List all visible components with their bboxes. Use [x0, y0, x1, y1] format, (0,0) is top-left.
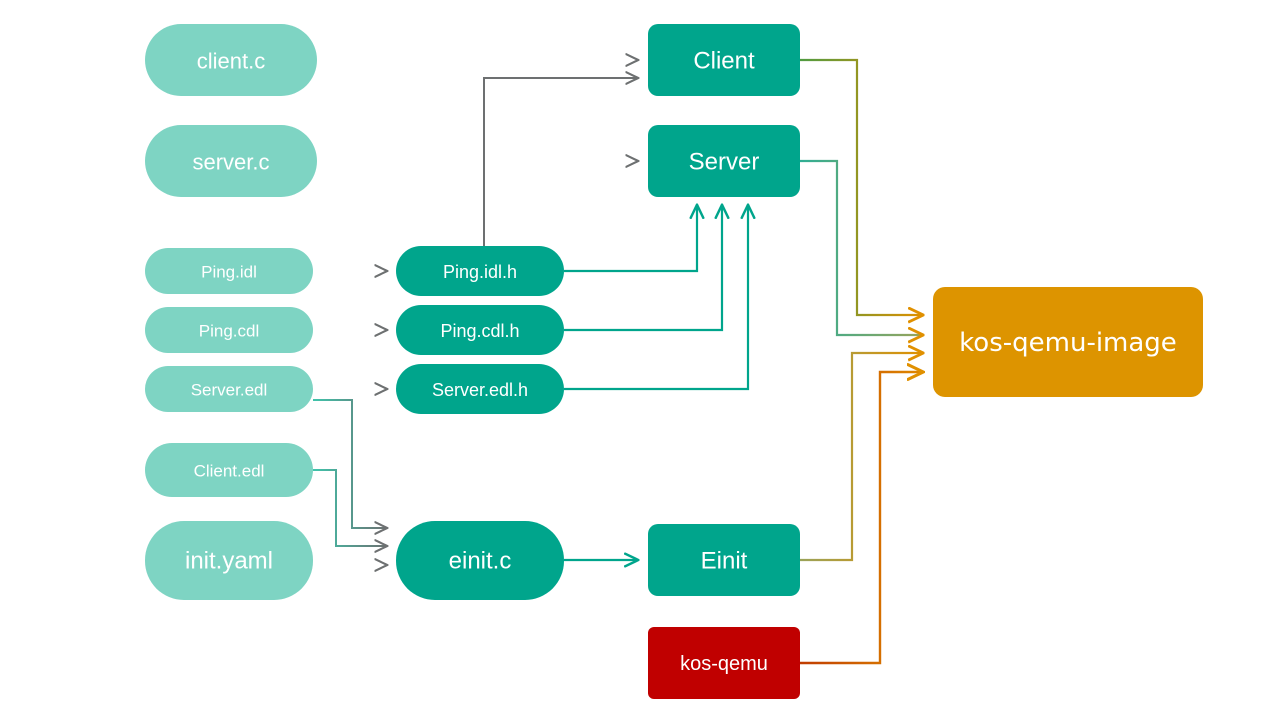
node-kos-qemu-image-label: kos-qemu-image [959, 328, 1177, 358]
node-server-c[interactable]: server.c [145, 125, 317, 197]
node-server[interactable]: Server [648, 125, 800, 197]
edge-client-to-image [800, 58, 923, 315]
node-client-label: Client [693, 48, 755, 75]
node-ping-cdl-label: Ping.cdl [199, 322, 259, 341]
edge-kos-qemu-to-image [800, 372, 923, 665]
edge-einit-to-image [800, 353, 923, 562]
node-server-label: Server [689, 149, 760, 176]
node-kos-qemu-label: kos-qemu [680, 653, 768, 675]
edge-ping-idl-h-to-server [564, 205, 697, 273]
node-ping-idl-label: Ping.idl [201, 263, 257, 282]
edge-ping-cdl-h-to-server [564, 205, 722, 332]
edge-server-edl-to-einit-c [313, 399, 387, 528]
node-ping-cdl-h-label: Ping.cdl.h [440, 321, 519, 341]
edge-layer [313, 58, 923, 665]
node-kos-qemu[interactable]: kos-qemu [648, 627, 800, 699]
node-server-edl[interactable]: Server.edl [145, 366, 313, 412]
node-client-edl-label: Client.edl [194, 462, 265, 481]
node-einit-c-label: einit.c [449, 548, 512, 575]
node-ping-cdl-h[interactable]: Ping.cdl.h [396, 305, 564, 355]
edge-client-edl-to-einit-c [313, 469, 387, 546]
node-ping-idl[interactable]: Ping.idl [145, 248, 313, 294]
node-client-c-label: client.c [197, 49, 265, 74]
node-ping-cdl[interactable]: Ping.cdl [145, 307, 313, 353]
node-ping-idl-h[interactable]: Ping.idl.h [396, 246, 564, 296]
node-init-yaml[interactable]: init.yaml [145, 521, 313, 600]
node-client-edl[interactable]: Client.edl [145, 443, 313, 497]
node-init-yaml-label: init.yaml [185, 548, 273, 575]
node-server-edl-h[interactable]: Server.edl.h [396, 364, 564, 414]
node-layer: client.c server.c Ping.idl Ping.cdl Serv… [145, 24, 1203, 699]
edge-server-to-image [800, 159, 923, 335]
node-einit-c[interactable]: einit.c [396, 521, 564, 600]
node-server-edl-h-label: Server.edl.h [432, 380, 528, 400]
node-einit-label: Einit [701, 548, 748, 575]
node-ping-idl-h-label: Ping.idl.h [443, 262, 517, 282]
node-client-c[interactable]: client.c [145, 24, 317, 96]
node-server-c-label: server.c [192, 150, 269, 175]
node-kos-qemu-image[interactable]: kos-qemu-image [933, 287, 1203, 397]
node-server-edl-label: Server.edl [191, 381, 268, 400]
node-einit[interactable]: Einit [648, 524, 800, 596]
node-client[interactable]: Client [648, 24, 800, 96]
edge-server-edl-h-to-server [564, 205, 748, 391]
edge-ping-idl-h-to-client [483, 78, 638, 246]
